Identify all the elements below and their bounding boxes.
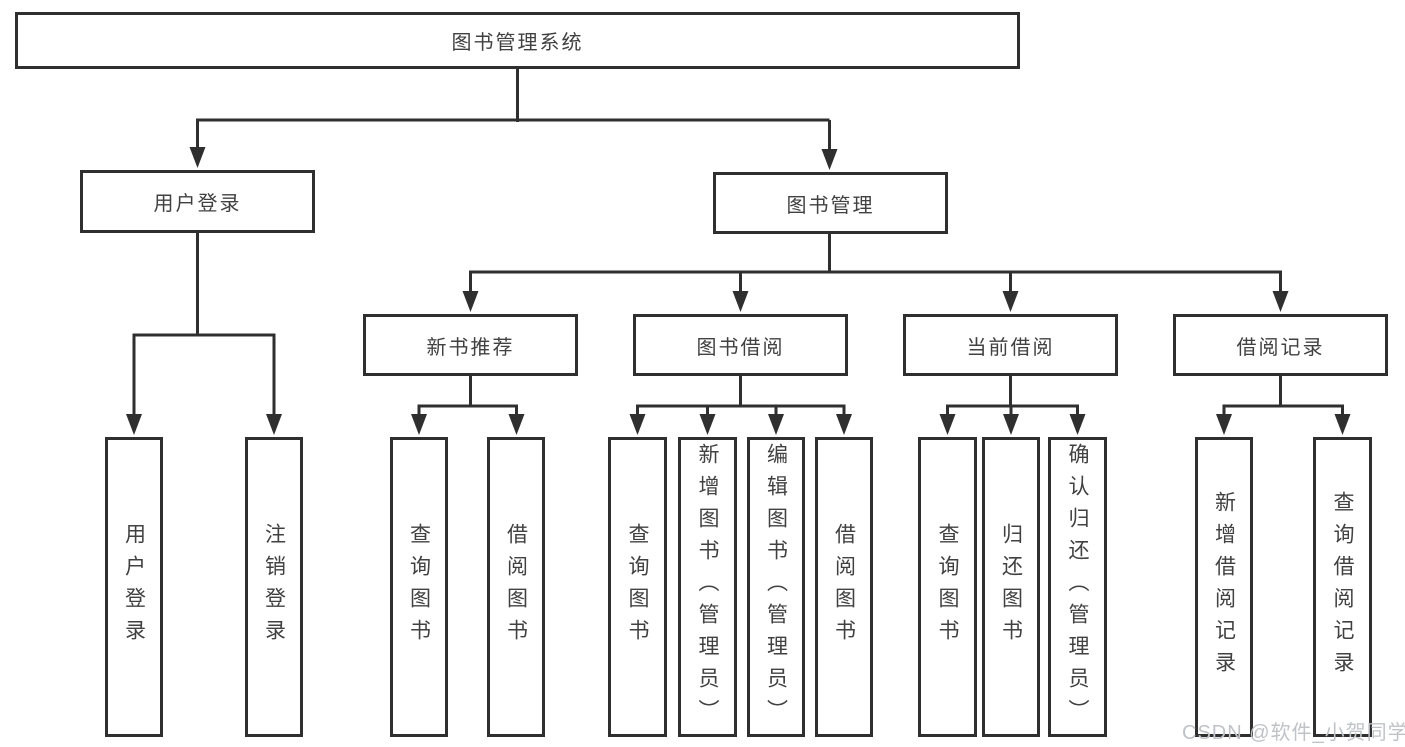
leaf-confirm-return-admin: 确认归还（管理员） xyxy=(1048,437,1107,737)
leaf-return-books: 归还图书 xyxy=(982,437,1040,737)
leaf-logout-label: 注销登录 xyxy=(262,523,286,651)
leaf-query-books-current-label: 查询图书 xyxy=(936,523,960,651)
node-new-book-recommend: 新书推荐 xyxy=(363,314,578,376)
arrow-down-icon xyxy=(821,149,838,170)
leaf-borrow-books-recommend: 借阅图书 xyxy=(487,437,545,737)
arrow-down-icon xyxy=(1003,414,1019,435)
node-user-login-group-label: 用户登录 xyxy=(153,193,242,215)
arrow-down-icon xyxy=(411,414,427,435)
leaf-query-books-recommend: 查询图书 xyxy=(390,437,448,737)
leaf-query-books-borrow-label: 查询图书 xyxy=(626,523,650,651)
node-user-login-group: 用户登录 xyxy=(80,170,315,233)
arrow-down-icon xyxy=(699,414,716,435)
leaf-query-books-borrow: 查询图书 xyxy=(608,437,667,737)
leaf-edit-books-admin-label: 编辑图书（管理员） xyxy=(764,443,788,731)
node-library-system: 图书管理系统 xyxy=(15,12,1020,69)
leaf-borrow-books-label: 借阅图书 xyxy=(832,523,856,651)
connector-paths xyxy=(132,69,1344,417)
watermark: CSDN @软件_小贺同学 xyxy=(1182,722,1405,744)
leaf-edit-books-admin: 编辑图书（管理员） xyxy=(747,437,805,737)
leaf-query-borrow-record: 查询借阅记录 xyxy=(1313,437,1372,737)
node-new-book-recommend-label: 新书推荐 xyxy=(426,336,515,359)
arrow-down-icon xyxy=(1334,414,1351,435)
node-book-borrow-label: 图书借阅 xyxy=(696,336,785,359)
leaf-add-borrow-record: 新增借阅记录 xyxy=(1195,437,1253,737)
arrow-down-icon xyxy=(629,414,646,435)
node-book-borrow: 图书借阅 xyxy=(633,314,848,376)
node-library-system-label: 图书管理系统 xyxy=(451,32,584,54)
arrow-down-icon xyxy=(1069,414,1086,435)
node-book-management: 图书管理 xyxy=(713,172,948,234)
arrowhead-icons xyxy=(126,147,1351,435)
leaf-add-books-admin: 新增图书（管理员） xyxy=(678,437,737,737)
arrow-down-icon xyxy=(508,414,525,435)
arrow-down-icon xyxy=(1216,414,1232,435)
node-borrow-records: 借阅记录 xyxy=(1173,314,1388,376)
arrow-down-icon xyxy=(189,147,206,168)
arrow-down-icon xyxy=(462,291,479,312)
node-current-borrow: 当前借阅 xyxy=(903,314,1118,376)
leaf-add-borrow-record-label: 新增借阅记录 xyxy=(1212,491,1236,683)
node-current-borrow-label: 当前借阅 xyxy=(966,336,1055,359)
arrow-down-icon xyxy=(266,414,282,435)
node-book-management-label: 图书管理 xyxy=(786,194,875,217)
node-borrow-records-label: 借阅记录 xyxy=(1236,336,1325,359)
arrow-down-icon xyxy=(732,291,749,312)
arrow-down-icon xyxy=(939,414,956,435)
arrow-down-icon xyxy=(768,414,784,435)
leaf-logout: 注销登录 xyxy=(245,437,303,737)
arrow-down-icon xyxy=(126,414,142,435)
leaf-return-books-label: 归还图书 xyxy=(999,523,1023,651)
leaf-query-books-current: 查询图书 xyxy=(918,437,977,737)
arrow-down-icon xyxy=(1002,291,1019,312)
leaf-user-login: 用户登录 xyxy=(105,437,163,737)
leaf-borrow-books: 借阅图书 xyxy=(815,437,873,737)
arrow-down-icon xyxy=(1272,291,1289,312)
arrow-down-icon xyxy=(836,414,852,435)
leaf-query-borrow-record-label: 查询借阅记录 xyxy=(1331,491,1355,683)
leaf-borrow-books-recommend-label: 借阅图书 xyxy=(504,523,528,651)
leaf-add-books-admin-label: 新增图书（管理员） xyxy=(696,443,720,731)
leaf-user-login-label: 用户登录 xyxy=(122,523,146,651)
leaf-confirm-return-admin-label: 确认归还（管理员） xyxy=(1066,443,1090,731)
leaf-query-books-recommend-label: 查询图书 xyxy=(407,523,431,651)
